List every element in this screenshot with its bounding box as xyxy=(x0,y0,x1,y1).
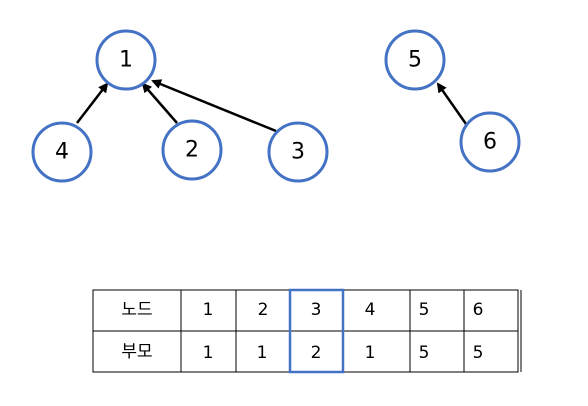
table-cell: 4 xyxy=(365,300,376,320)
row-header-node: 노드 xyxy=(121,300,152,320)
node-label: 4 xyxy=(55,140,69,165)
node-label: 1 xyxy=(119,48,133,73)
table-cell: 2 xyxy=(258,300,269,320)
node-label: 5 xyxy=(408,48,422,73)
row-header-parent: 부모 xyxy=(121,342,152,362)
table-cell: 1 xyxy=(203,343,214,363)
node-label: 2 xyxy=(185,138,199,163)
table-cell: 5 xyxy=(473,343,484,363)
table-cell: 1 xyxy=(365,343,376,363)
table-cell: 5 xyxy=(419,343,430,363)
table-cell: 6 xyxy=(473,300,484,320)
edge-2-to-1 xyxy=(141,82,178,124)
node-3: 3 xyxy=(267,121,329,183)
node-4: 4 xyxy=(31,121,93,183)
table-cell: 2 xyxy=(311,343,322,363)
node-5: 5 xyxy=(384,29,446,91)
node-label: 6 xyxy=(483,130,497,155)
node-1: 1 xyxy=(95,29,157,91)
edge-6-to-5 xyxy=(436,82,468,125)
edges xyxy=(76,79,468,133)
node-2: 2 xyxy=(161,119,223,181)
node-6: 6 xyxy=(459,111,521,173)
highlighted-column xyxy=(288,288,345,374)
edge-3-to-1 xyxy=(151,79,277,133)
table-cell: 5 xyxy=(419,300,430,320)
table-cell: 1 xyxy=(203,300,214,320)
table-cell: 1 xyxy=(257,343,268,363)
parent-table: 노드 1 2 3 4 5 6 부모 1 1 2 1 5 5 xyxy=(92,288,522,374)
nodes: 1 4 2 3 5 6 xyxy=(31,29,521,183)
table-cell: 3 xyxy=(311,300,322,320)
edge-4-to-1 xyxy=(76,82,109,124)
node-label: 3 xyxy=(291,140,305,165)
